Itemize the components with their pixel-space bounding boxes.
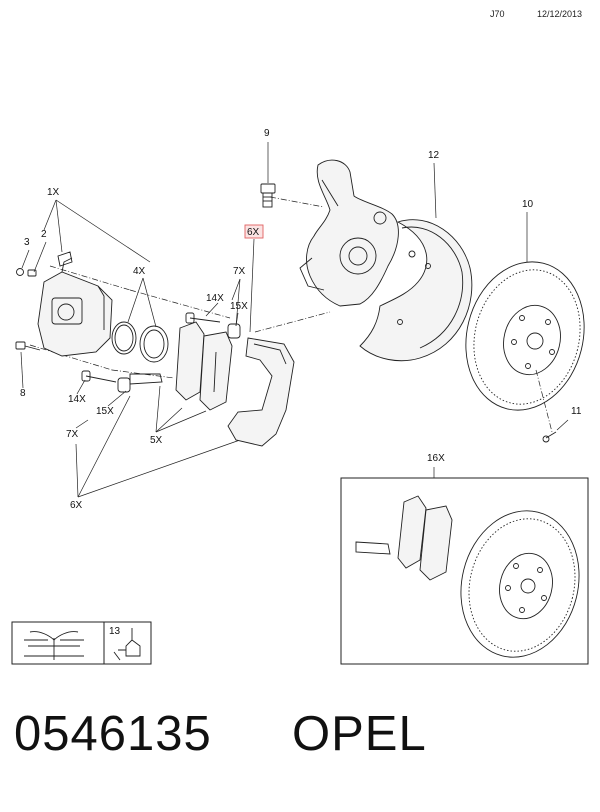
inset-pad-clip[interactable] (355, 541, 391, 555)
steering-knuckle[interactable] (299, 159, 399, 307)
callout-10[interactable]: 10 (522, 199, 534, 210)
callout-6x-bottom[interactable]: 6X (70, 500, 83, 511)
callout-14x-top[interactable]: 14X (206, 293, 224, 304)
callout-8[interactable]: 8 (20, 388, 26, 399)
brake-pad-5a[interactable] (175, 321, 205, 401)
guide-pin-14[interactable] (185, 312, 221, 324)
callout-12[interactable]: 12 (428, 150, 440, 161)
boot-15[interactable] (227, 323, 241, 339)
caliper-1[interactable] (37, 251, 113, 357)
callout-6x-highlight-box (244, 224, 264, 239)
diagram-code: J70 (490, 9, 505, 19)
caliper-bracket-6[interactable] (227, 337, 295, 447)
boot-15-lower[interactable] (117, 377, 131, 393)
callout-16x[interactable]: 16X (427, 453, 445, 464)
callout-11[interactable]: 11 (571, 406, 582, 417)
dust-shield-12[interactable] (359, 219, 473, 362)
callout-2[interactable]: 2 (41, 229, 47, 240)
seal-ring-4a[interactable] (111, 321, 137, 355)
lubricant-bottle-icon (113, 628, 141, 661)
callout-9[interactable]: 9 (264, 128, 270, 139)
leader-lines (20, 142, 569, 498)
wrench-book-icon (24, 631, 84, 660)
callout-6x-highlighted[interactable]: 6X (247, 227, 260, 238)
callout-7x-bottom[interactable]: 7X (66, 429, 79, 440)
callout-14x-bottom[interactable]: 14X (68, 394, 86, 405)
inset-brake-disc[interactable] (446, 498, 594, 670)
screw-11[interactable] (542, 431, 557, 443)
callout-4x[interactable]: 4X (133, 266, 146, 277)
callout-3[interactable]: 3 (24, 237, 30, 248)
callout-7x-top[interactable]: 7X (233, 266, 246, 277)
bleed-screw-2[interactable] (27, 269, 37, 277)
seal-ring-4b[interactable] (139, 325, 169, 363)
callout-5x[interactable]: 5X (150, 435, 163, 446)
callout-15x-bottom[interactable]: 15X (96, 406, 114, 417)
brake-disc-10[interactable] (451, 249, 600, 423)
brand-name: OPEL (292, 707, 427, 761)
brake-pad-5b[interactable] (199, 331, 233, 411)
guide-pin-14-lower[interactable] (81, 370, 117, 383)
inset-brake-pad-a[interactable] (397, 495, 427, 569)
lubricant-frame (103, 621, 152, 665)
cap-3[interactable] (16, 268, 24, 276)
diagram-date: 12/12/2013 (537, 9, 583, 19)
callout-13[interactable]: 13 (109, 626, 121, 637)
service-manual-frame (11, 621, 105, 665)
inset-16x-frame (340, 477, 589, 665)
guide-bolt-8[interactable] (15, 341, 41, 351)
callout-15x-top[interactable]: 15X (230, 301, 248, 312)
part-number: 0546135 (14, 707, 212, 761)
bolt-9[interactable] (260, 183, 276, 208)
inset-brake-pad-b[interactable] (419, 505, 453, 581)
callout-1x[interactable]: 1X (47, 187, 60, 198)
